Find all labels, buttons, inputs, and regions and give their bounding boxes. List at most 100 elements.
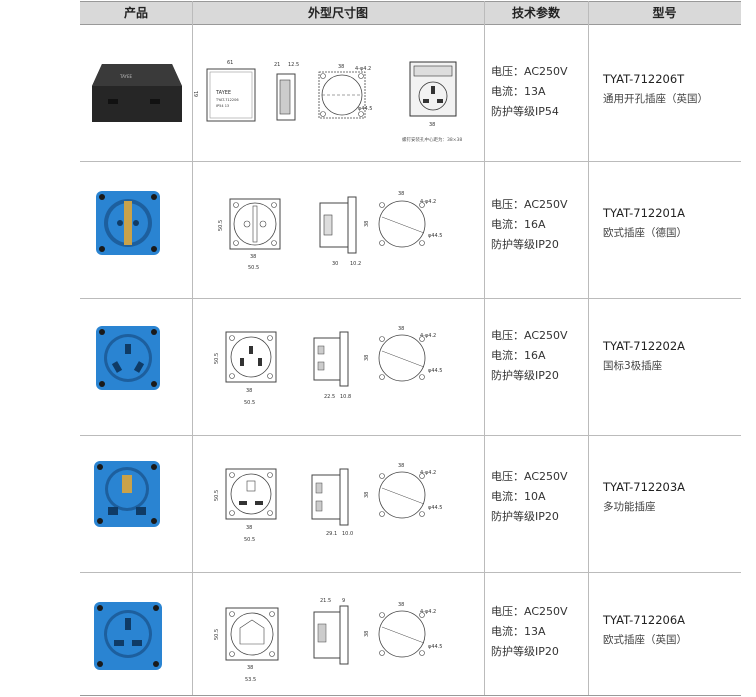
model-code: TYAT-712202A	[603, 339, 686, 353]
spec-list: 电压：AC250V 电流：10A 防护等级IP20	[491, 467, 591, 527]
svg-text:50.5: 50.5	[248, 265, 259, 271]
svg-text:4-φ4.2: 4-φ4.2	[420, 333, 436, 339]
spec-current: 电流：16A	[491, 349, 546, 362]
svg-text:38: 38	[364, 492, 370, 498]
svg-text:38: 38	[398, 326, 404, 332]
svg-text:50.5: 50.5	[218, 220, 224, 231]
svg-text:50.5: 50.5	[214, 490, 220, 501]
svg-text:30: 30	[332, 261, 338, 267]
svg-text:50.5: 50.5	[244, 400, 255, 406]
table-row: 38 53.5 50.5 21.5 9 38 4-φ4.2 φ44.5 38 电…	[80, 572, 741, 696]
dimension-drawing: 38 50.5 50.5 30 10.2 38 4-φ4.2 φ44.5 38	[218, 191, 442, 271]
svg-text:TYAT-712206: TYAT-712206	[215, 98, 239, 102]
spec-protection: 防护等级IP54	[491, 105, 559, 118]
table-header: 产品 外型尺寸图 技术参数 型号	[80, 1, 741, 25]
spec-list: 电压：AC250V 电流：16A 防护等级IP20	[491, 195, 591, 255]
spec-list: 电压：AC250V 电流：16A 防护等级IP20	[491, 326, 591, 386]
table-row: 38 50.5 50.5 22.5 10.8 38 4-φ4.2 φ44.5 3…	[80, 298, 741, 436]
svg-text:50.5: 50.5	[244, 537, 255, 543]
model-desc: 欧式插座（德国）	[603, 227, 687, 239]
divider	[484, 1, 485, 695]
spec-current: 电流：10A	[491, 490, 546, 503]
spec-voltage: 电压：AC250V	[491, 65, 568, 78]
svg-text:38: 38	[398, 463, 404, 469]
svg-text:TAYEE: TAYEE	[215, 90, 231, 96]
spec-list: 电压：AC250V 电流：13A 防护等级IP20	[491, 602, 591, 662]
dimension-drawing: 38 53.5 50.5 21.5 9 38 4-φ4.2 φ44.5 38	[214, 598, 442, 683]
svg-text:38: 38	[398, 191, 404, 197]
svg-text:38: 38	[364, 355, 370, 361]
spec-voltage: 电压：AC250V	[491, 198, 568, 211]
svg-text:TAYEE: TAYEE	[119, 74, 133, 79]
table-row: TAYEE TAYEE TYAT-712206 IP54 13 61 61 21…	[80, 24, 741, 162]
product-photo-uk-socket	[94, 602, 162, 670]
spec-current: 电流：13A	[491, 625, 546, 638]
product-photo-uk-cover: TAYEE	[92, 64, 182, 122]
svg-text:38: 38	[364, 631, 370, 637]
svg-text:29.1: 29.1	[326, 531, 337, 537]
dimension-drawing: TAYEE TYAT-712206 IP54 13 61 61 21 12.5 …	[194, 60, 462, 143]
svg-text:10.0: 10.0	[342, 531, 353, 537]
model-code: TYAT-712201A	[603, 206, 686, 220]
header-specs: 技术参数	[511, 6, 560, 20]
svg-text:φ44.5: φ44.5	[428, 644, 442, 650]
svg-text:螺钉安装孔中心距为：38×38: 螺钉安装孔中心距为：38×38	[402, 136, 462, 143]
model-desc: 欧式插座（英国）	[603, 634, 687, 646]
model-cell: TYAT-712203A 多功能插座	[603, 477, 741, 517]
model-cell: TYAT-712202A 国标3极插座	[603, 336, 741, 376]
svg-text:38: 38	[429, 122, 435, 128]
divider	[192, 1, 193, 695]
svg-text:12.5: 12.5	[288, 62, 299, 68]
spec-protection: 防护等级IP20	[491, 238, 559, 251]
table-row: 38 50.5 50.5 29.1 10.0 38 4-φ4.2 φ44.5 3…	[80, 435, 741, 573]
svg-text:38: 38	[398, 602, 404, 608]
svg-text:10.2: 10.2	[350, 261, 361, 267]
model-code: TYAT-712206T	[603, 72, 685, 86]
svg-text:4-φ4.2: 4-φ4.2	[420, 199, 436, 205]
spec-voltage: 电压：AC250V	[491, 470, 568, 483]
svg-text:4-φ4.2: 4-φ4.2	[355, 66, 371, 72]
svg-text:50.5: 50.5	[214, 353, 220, 364]
svg-text:53.5: 53.5	[245, 677, 256, 683]
dimension-drawing: 38 50.5 50.5 22.5 10.8 38 4-φ4.2 φ44.5 3…	[214, 326, 442, 406]
svg-text:38: 38	[246, 388, 252, 394]
model-desc: 多功能插座	[603, 501, 656, 513]
model-cell: TYAT-712201A 欧式插座（德国）	[603, 203, 741, 243]
spec-voltage: 电压：AC250V	[491, 329, 568, 342]
model-cell: TYAT-712206A 欧式插座（英国）	[603, 610, 741, 650]
svg-text:IP54 13: IP54 13	[216, 104, 229, 108]
svg-text:21: 21	[274, 62, 280, 68]
spec-current: 电流：13A	[491, 85, 546, 98]
svg-text:50.5: 50.5	[214, 629, 220, 640]
header-drawing: 外型尺寸图	[307, 6, 368, 20]
header-product: 产品	[123, 6, 148, 20]
svg-text:38: 38	[247, 665, 253, 671]
svg-text:φ44.5: φ44.5	[428, 368, 442, 374]
svg-text:10.8: 10.8	[340, 394, 351, 400]
spec-protection: 防护等级IP20	[491, 645, 559, 658]
svg-text:φ44.5: φ44.5	[428, 233, 442, 239]
header-model: 型号	[652, 6, 677, 20]
svg-text:φ44.5: φ44.5	[358, 106, 372, 112]
product-photo-gb-socket	[96, 326, 160, 390]
dimension-drawing: 38 50.5 50.5 29.1 10.0 38 4-φ4.2 φ44.5 3…	[214, 463, 442, 543]
svg-text:38: 38	[250, 254, 256, 260]
spec-list: 电压：AC250V 电流：13A 防护等级IP54	[491, 62, 591, 122]
spec-voltage: 电压：AC250V	[491, 605, 568, 618]
svg-text:61: 61	[227, 60, 233, 66]
model-desc: 国标3极插座	[603, 360, 663, 372]
svg-text:4-φ4.2: 4-φ4.2	[420, 609, 436, 615]
spec-protection: 防护等级IP20	[491, 510, 559, 523]
product-table: 产品 外型尺寸图 技术参数 型号 TAYEE TAYEE TYAT-712206…	[80, 1, 741, 696]
svg-text:9: 9	[342, 598, 345, 604]
svg-text:61: 61	[194, 91, 200, 97]
svg-text:21.5: 21.5	[320, 598, 331, 604]
svg-text:22.5: 22.5	[324, 394, 335, 400]
spec-current: 电流：16A	[491, 218, 546, 231]
product-photo-multi-socket	[94, 461, 160, 527]
model-code: TYAT-712206A	[603, 613, 686, 627]
model-code: TYAT-712203A	[603, 480, 686, 494]
svg-text:φ44.5: φ44.5	[428, 505, 442, 511]
svg-text:38: 38	[246, 525, 252, 531]
svg-text:38: 38	[338, 64, 344, 70]
